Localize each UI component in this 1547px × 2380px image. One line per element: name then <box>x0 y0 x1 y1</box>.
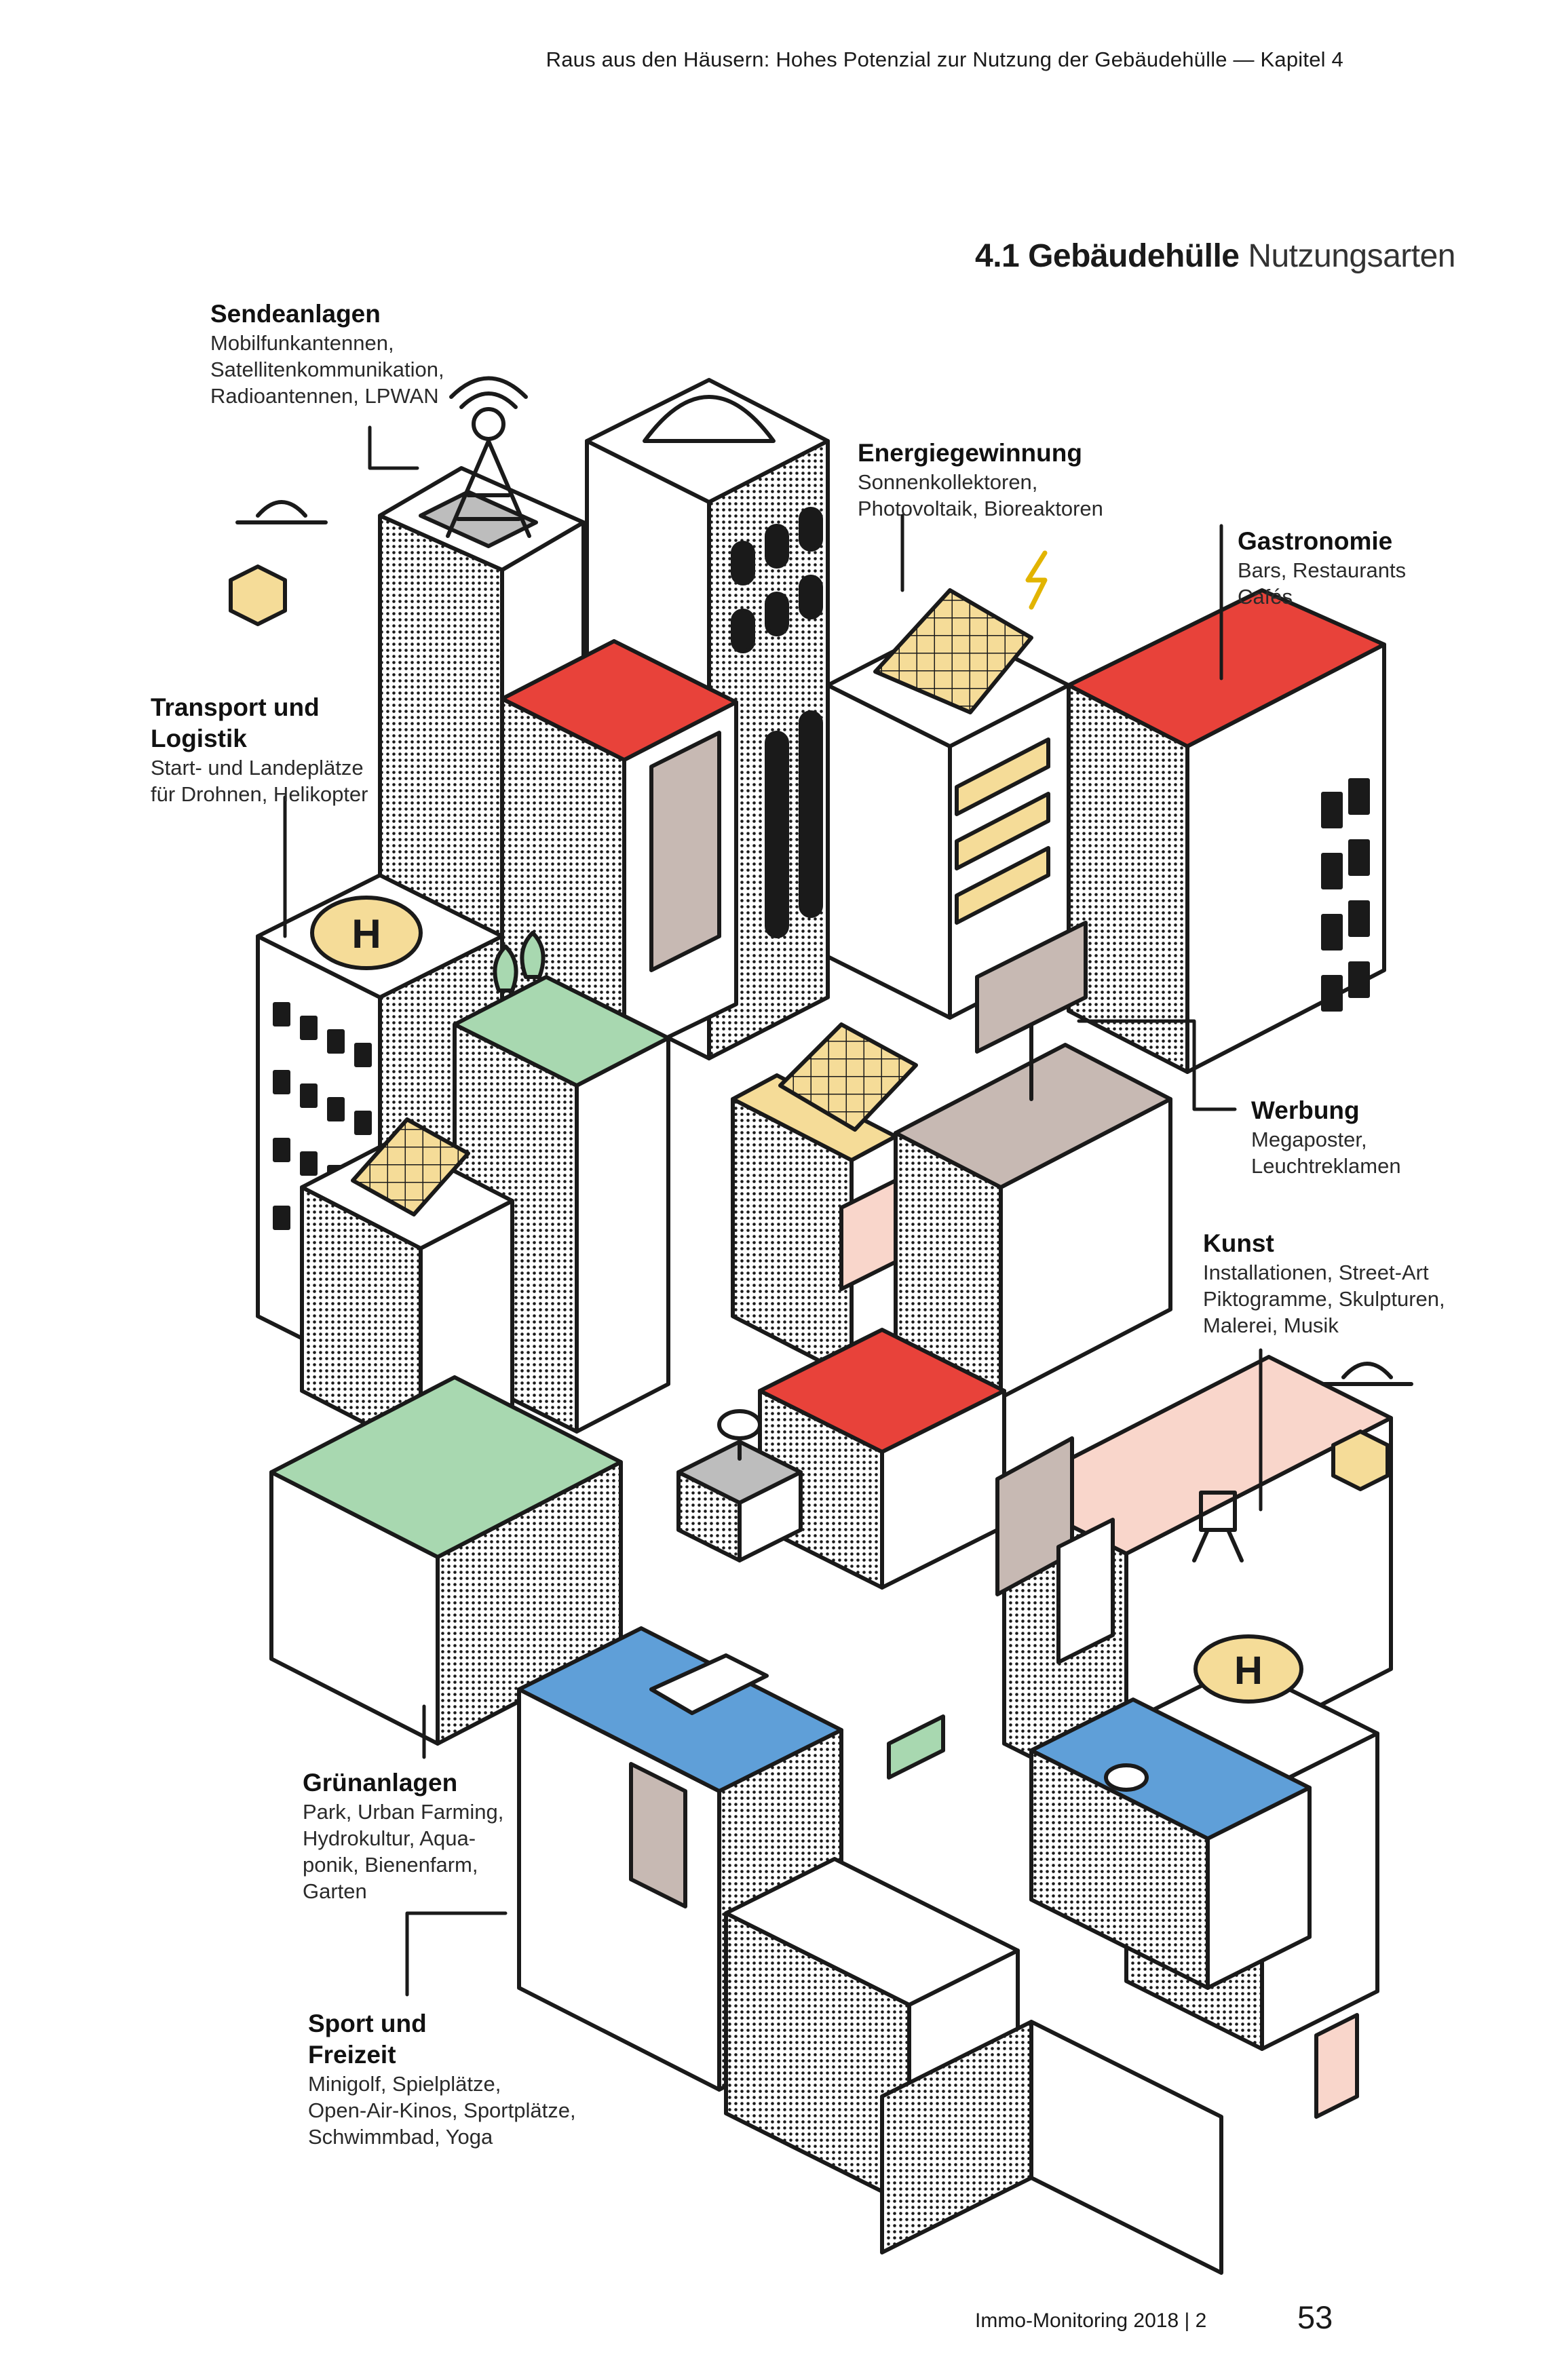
label-detail: Megaposter, Leuchtreklamen <box>1251 1128 1401 1178</box>
leader-lines <box>283 425 1263 1997</box>
label-heading: Sendeanlagen <box>210 300 381 328</box>
helipad-icon: H <box>1193 1634 1303 1704</box>
label-heading: Transport und Logistik <box>151 693 320 752</box>
label-heading: Kunst <box>1203 1229 1274 1257</box>
energy-building <box>826 622 1071 1020</box>
solar-panel-icon <box>351 1117 470 1216</box>
helipad-letter: H <box>351 911 381 957</box>
yoga-building <box>1029 1697 1312 1990</box>
label-detail: Bars, Restaurants Cafés <box>1238 558 1407 609</box>
art-panel-icon <box>1056 1518 1115 1664</box>
solar-panel-icon <box>778 1022 918 1132</box>
label-gastronomie: Gastronomie Bars, Restaurants Cafés <box>1238 526 1406 610</box>
restaurant-building-middle <box>758 1328 1006 1590</box>
antenna-icon <box>446 376 531 538</box>
figure-title: 4.1 Gebäudehülle Nutzungsarten <box>975 237 1455 275</box>
billboard-icon <box>975 921 1088 1101</box>
drone-icon <box>1321 1362 1413 1491</box>
label-detail: Installationen, Street-Art Piktogramme, … <box>1203 1261 1445 1337</box>
label-heading: Werbung <box>1251 1096 1360 1124</box>
label-heading: Grünanlagen <box>303 1769 458 1797</box>
drone-icon <box>229 500 328 626</box>
planter-icon <box>887 1714 945 1780</box>
window-grid-right <box>1321 778 1370 1012</box>
label-sport-freizeit: Sport und Freizeit Minigolf, Spielplätze… <box>308 2008 576 2150</box>
page-number: 53 <box>1297 2299 1333 2335</box>
label-detail: Sonnenkollektoren, Photovoltaik, Bioreak… <box>858 470 1103 520</box>
label-detail: Mobilfunkantennen, Satellitenkommunikati… <box>210 331 444 408</box>
easel-icon <box>1192 1491 1244 1562</box>
label-heading: Sport und Freizeit <box>308 2010 427 2069</box>
restaurant-building-right <box>1067 588 1386 1074</box>
footer-publication: Immo-Monitoring 2018 | 2 <box>975 2309 1207 2332</box>
lightning-icon <box>1025 550 1048 610</box>
helipad-letter: H <box>1234 1649 1263 1693</box>
art-panel-icon <box>839 1178 898 1291</box>
label-heading: Energiegewinnung <box>858 439 1082 467</box>
poster-panel <box>629 1762 687 1908</box>
figure-title-bold: 4.1 Gebäudehülle <box>975 238 1240 274</box>
label-detail: Start- und Landeplätze für Drohnen, Heli… <box>151 756 368 806</box>
label-kunst: Kunst Installationen, Street-Art Piktogr… <box>1203 1228 1445 1339</box>
figure-title-light: Nutzungsarten <box>1248 238 1455 274</box>
tree-icon <box>493 931 546 993</box>
art-panel-icon <box>1314 2013 1359 2119</box>
label-detail: Minigolf, Spielplätze, Open-Air-Kinos, S… <box>308 2072 576 2149</box>
label-sendeanlagen: Sendeanlagen Mobilfunkantennen, Satellit… <box>210 299 444 409</box>
running-header: Raus aus den Häusern: Hohes Potenzial zu… <box>546 47 1343 71</box>
helipad-icon: H <box>310 896 423 970</box>
solar-panel-icon <box>873 588 1033 714</box>
green-roof-building-lower-left <box>269 1375 623 1746</box>
observatory-dome-icon <box>643 395 776 443</box>
sport-building <box>724 1857 1223 2275</box>
label-detail: Park, Urban Farming, Hydrokultur, Aqua- … <box>303 1800 504 1903</box>
label-transport-logistik: Transport und Logistik Start- und Landep… <box>151 692 368 807</box>
fountain-icon <box>1104 1763 1149 1792</box>
satellite-dish-icon <box>717 1409 762 1461</box>
label-heading: Gastronomie <box>1238 527 1393 555</box>
label-energiegewinnung: Energiegewinnung Sonnenkollektoren, Phot… <box>858 438 1103 522</box>
satellite-building <box>676 1440 803 1562</box>
advertising-building <box>894 1043 1172 1400</box>
label-gruenanlagen: Grünanlagen Park, Urban Farming, Hydroku… <box>303 1767 503 1904</box>
label-werbung: Werbung Megaposter, Leuchtreklamen <box>1251 1095 1401 1179</box>
pool-ladder-icon <box>649 1653 769 1715</box>
arched-windows <box>731 507 823 938</box>
